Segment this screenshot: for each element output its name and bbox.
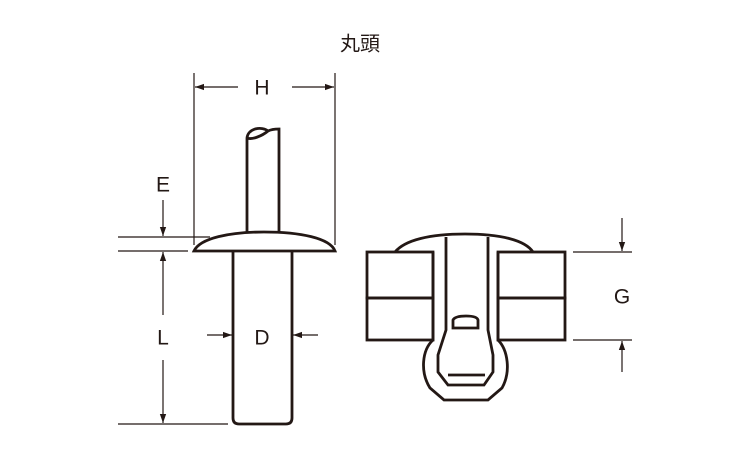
plate-right-top [496,250,567,300]
rivet-head [191,230,338,253]
diagram-title: 丸頭 [340,31,380,56]
dimension-label-h: H [254,76,270,100]
rivet-shank [231,251,294,426]
dimension-label-g: G [613,285,631,309]
plate-left-bottom [365,296,435,342]
dimension-label-d: D [254,326,270,350]
dimension-lines [118,73,632,425]
plate-right-bottom [496,296,567,342]
stem-tip [451,314,480,330]
stem-inner [436,237,495,387]
dimension-label-e: E [155,173,171,197]
installed-head [393,232,535,253]
sleeve-outer [422,252,509,402]
rivet-installed-view [365,232,567,402]
rivet-side-view [191,126,338,426]
dimension-label-l: L [157,326,169,350]
plate-left-top [365,250,435,300]
mandrel-stem [245,126,281,232]
